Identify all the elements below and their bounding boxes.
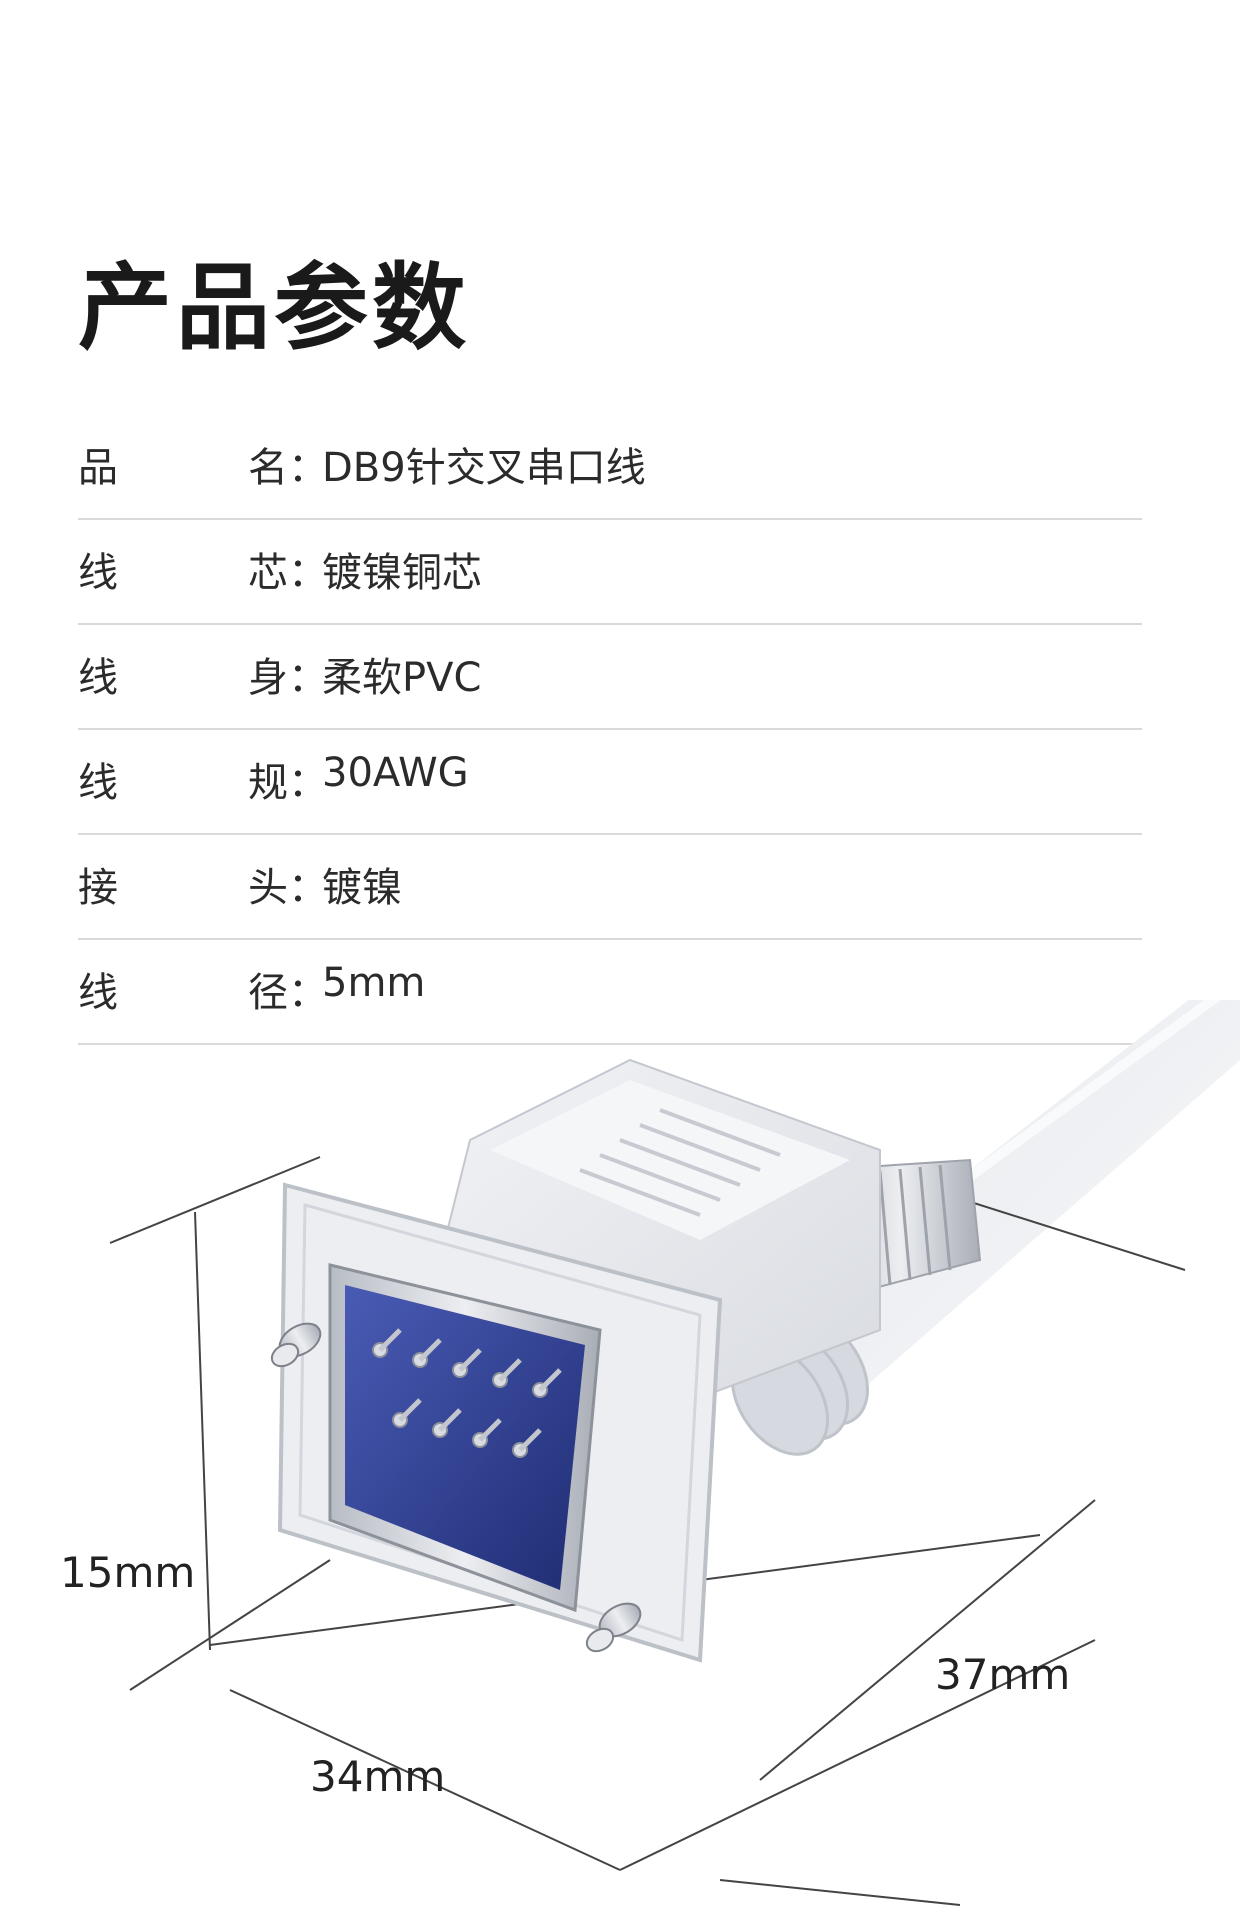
spec-row-name: 品 名 ： DB9针交叉串口线 — [78, 415, 1142, 520]
spec-value: DB9针交叉串口线 — [322, 445, 646, 491]
cable — [790, 1000, 1240, 1400]
screw-right — [585, 1602, 642, 1653]
page-title: 产品参数 — [78, 254, 471, 363]
spec-row-diameter: 线 径 ： 5mm — [78, 940, 1142, 1045]
spec-label: 线 身 — [78, 655, 288, 701]
spec-label: 品 名 — [78, 445, 288, 491]
spec-label: 接 头 — [78, 865, 288, 911]
spec-row-gauge: 线 规 ： 30AWG — [78, 730, 1142, 835]
spec-value: 镀镍 — [322, 865, 402, 911]
dsub-pin-face — [328, 1263, 602, 1613]
spec-value: 镀镍铜芯 — [322, 550, 482, 596]
spec-label: 线 径 — [78, 970, 288, 1016]
spec-label: 线 芯 — [78, 550, 288, 596]
dimension-depth-label: 37mm — [935, 1650, 1071, 1699]
spec-value: 30AWG — [322, 750, 469, 796]
spec-value: 5mm — [322, 960, 426, 1006]
spec-row-connector: 接 头 ： 镀镍 — [78, 835, 1142, 940]
spec-list: 品 名 ： DB9针交叉串口线 线 芯 ： 镀镍铜芯 线 身 ： 柔软PVC 线… — [78, 415, 1142, 1045]
dimension-height-label: 15mm — [60, 1548, 196, 1597]
spec-row-jacket: 线 身 ： 柔软PVC — [78, 625, 1142, 730]
spec-value: 柔软PVC — [322, 655, 482, 701]
screw-left — [270, 1322, 322, 1368]
spec-row-core: 线 芯 ： 镀镍铜芯 — [78, 520, 1142, 625]
spec-label: 线 规 — [78, 760, 288, 806]
dimension-width-label: 34mm — [310, 1752, 446, 1801]
db9-connector-illustration — [109, 1000, 1240, 1906]
